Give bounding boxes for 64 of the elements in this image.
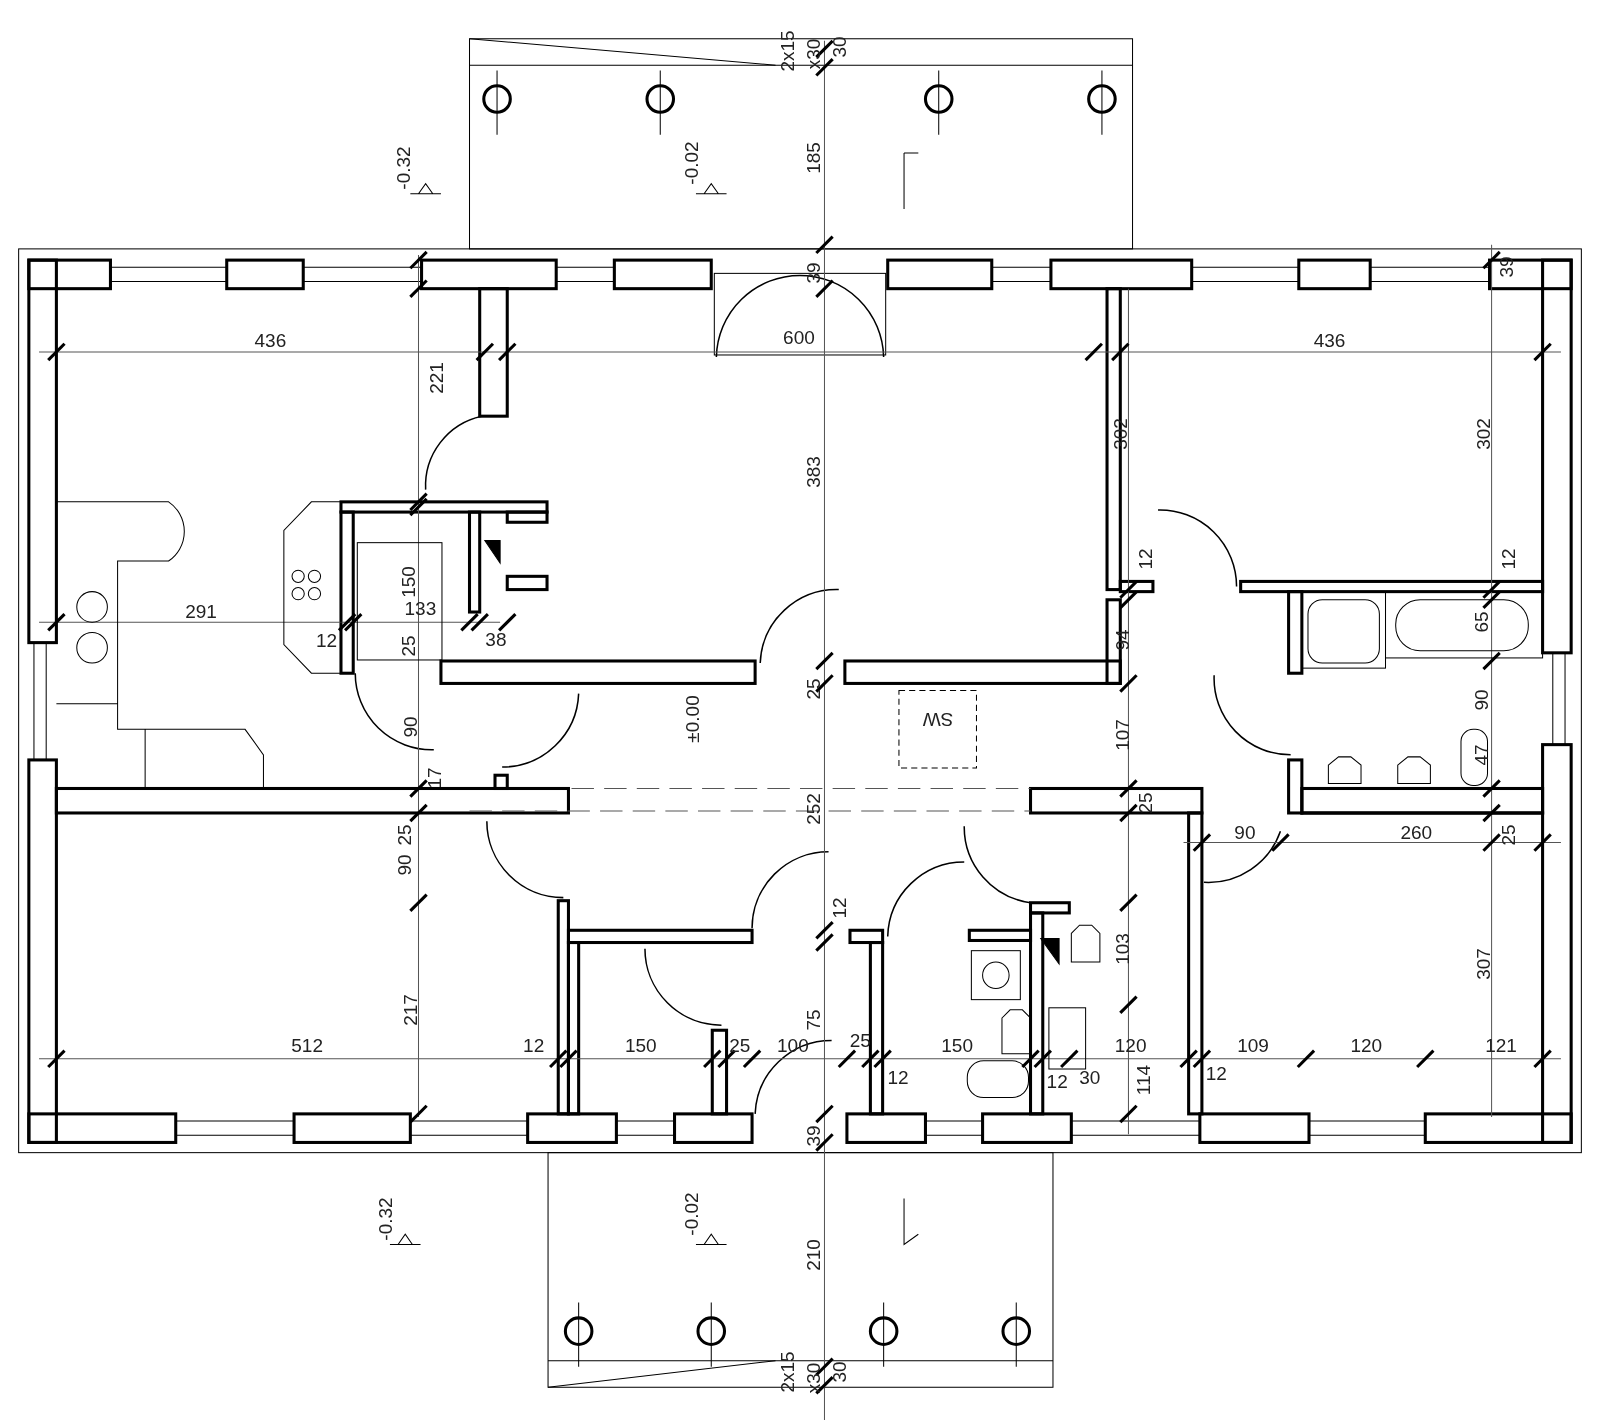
dimension-label: 90 bbox=[394, 854, 414, 876]
dimension-label: ±0.00 bbox=[682, 695, 702, 744]
dimension-label: 383 bbox=[803, 456, 823, 489]
dimension-label: 25 bbox=[398, 635, 418, 657]
dimension-label: 252 bbox=[803, 793, 823, 825]
dimension-label: 90 bbox=[1234, 822, 1256, 842]
dimension-label: 512 bbox=[291, 1035, 323, 1055]
dimension-label: 12 bbox=[1205, 1063, 1227, 1083]
dimension-label: 12 bbox=[887, 1067, 909, 1086]
dimension-label: 600 bbox=[783, 327, 815, 347]
dimension-label: 75 bbox=[803, 1009, 823, 1031]
dimension-label: 120 bbox=[1350, 1035, 1383, 1055]
dimension-label: x30 bbox=[803, 1362, 823, 1393]
dimension-label: 185 bbox=[803, 142, 823, 174]
dimension-label: 12 bbox=[315, 630, 338, 650]
dimension-label: 2x15 bbox=[777, 30, 797, 72]
dimension-label: 39 bbox=[1496, 256, 1516, 278]
dimension-label: 12 bbox=[1135, 548, 1155, 570]
dimension-label: 221 bbox=[426, 361, 446, 394]
dimension-label: 94 bbox=[1112, 629, 1132, 651]
dimension-label: -0.32 bbox=[393, 146, 413, 190]
dimension-label: 217 bbox=[400, 994, 420, 1027]
dimension-label: 436 bbox=[1313, 330, 1346, 350]
dimension-label: 12 bbox=[829, 897, 849, 919]
dimension-label: 302 bbox=[1473, 417, 1493, 450]
dimension-label: 17 bbox=[424, 767, 444, 789]
dimension-label: 38 bbox=[485, 629, 507, 649]
dimension-label: 25 bbox=[803, 678, 823, 700]
dimension-label: 25 bbox=[1498, 824, 1518, 846]
dimension-label: 90 bbox=[1471, 689, 1491, 711]
dimension-label: 90 bbox=[400, 715, 420, 738]
dimension-label: 103 bbox=[1112, 933, 1132, 965]
dimension-label: -0.02 bbox=[681, 1192, 701, 1236]
dimension-label: 2x15 bbox=[777, 1351, 797, 1394]
dimension-label: 39 bbox=[803, 262, 823, 285]
dimension-label: SW bbox=[922, 709, 954, 729]
dimension-label: 436 bbox=[254, 330, 287, 350]
dimension-label: 291 bbox=[185, 601, 217, 621]
dimension-label: 100 bbox=[777, 1035, 809, 1055]
dimension-label: 47 bbox=[1471, 744, 1491, 766]
dimension-label: 30 bbox=[1079, 1067, 1101, 1086]
dimension-label: 109 bbox=[1237, 1035, 1269, 1055]
dimension-label: 39 bbox=[803, 1125, 823, 1147]
dimension-label: 114 bbox=[1133, 1064, 1153, 1095]
dimension-label: 25 bbox=[729, 1035, 751, 1055]
dimension-label: x30 bbox=[803, 38, 823, 70]
dimension-label: 150 bbox=[941, 1035, 973, 1055]
dimension-label: 30 bbox=[829, 36, 849, 58]
dimension-label: 12 bbox=[523, 1035, 545, 1055]
dimension-label: 12 bbox=[1498, 548, 1518, 570]
dimension-label: 65 bbox=[1471, 611, 1491, 633]
dimension-label: 25 bbox=[1135, 792, 1155, 814]
dimension-label: 107 bbox=[1112, 718, 1132, 751]
dimension-label: 260 bbox=[1400, 822, 1433, 842]
dimension-label: 150 bbox=[624, 1035, 657, 1055]
dimension-label: -0.02 bbox=[681, 141, 701, 185]
dimension-label: 25 bbox=[394, 824, 414, 846]
dimension-label: 302 bbox=[1110, 417, 1130, 450]
dimension-label: 12 bbox=[1046, 1071, 1068, 1091]
dimension-label: 307 bbox=[1473, 948, 1493, 981]
dimension-label: -0.32 bbox=[375, 1197, 395, 1242]
dimension-label: 150 bbox=[398, 565, 418, 598]
dimension-label: 210 bbox=[803, 1239, 823, 1271]
dimension-label: 30 bbox=[829, 1361, 849, 1383]
